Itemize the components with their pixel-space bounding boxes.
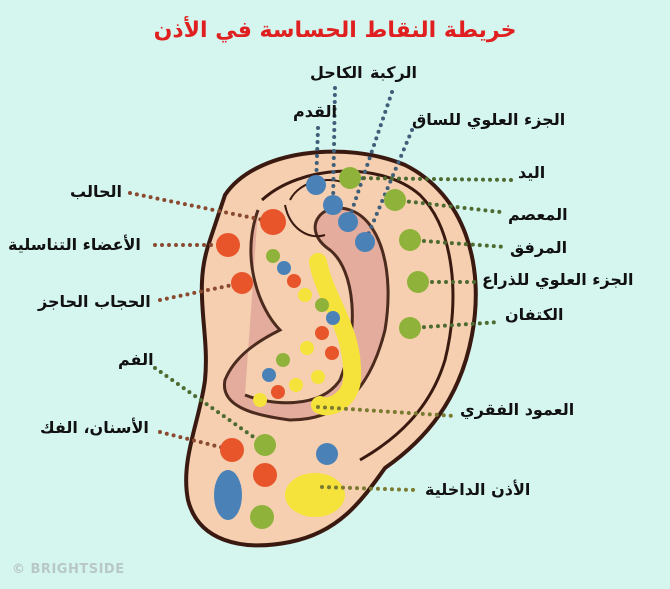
point-hand (339, 167, 361, 189)
label-diaphragm: الحجاب الحاجز (38, 292, 151, 311)
label-upper-arm: الجزء العلوي للذراع (482, 270, 634, 289)
point-red (315, 326, 329, 340)
point-yellow (253, 393, 267, 407)
point-green (250, 505, 274, 529)
label-spine: العمود الفقري (460, 400, 575, 419)
point-yellow (298, 288, 312, 302)
point-elbow (399, 229, 421, 251)
label-upper-leg: الجزء العلوي للساق (412, 110, 566, 129)
point-blue (326, 311, 340, 325)
spine-zone (309, 253, 362, 416)
label-shoulders: الكتفان (505, 305, 564, 324)
leader-diaphragm (158, 281, 244, 302)
point-ankle (323, 195, 343, 215)
label-ureter: الحالب (70, 182, 122, 201)
leader-upper-leg (363, 128, 414, 244)
watermark: © BRIGHTSIDE (12, 562, 125, 577)
label-elbow: المرفق (510, 238, 568, 257)
point-red (271, 385, 285, 399)
point-upper-arm (407, 271, 429, 293)
leader-spine (316, 405, 457, 418)
leader-ankle (331, 86, 337, 207)
point-yellow (289, 378, 303, 392)
page-title: خريطة النقاط الحساسة في الأذن (153, 18, 517, 43)
label-foot: القدم (293, 102, 337, 121)
leader-teeth-jaw (158, 430, 234, 452)
point-genitals (216, 233, 240, 257)
lobe-blue-zone (214, 470, 242, 520)
point-green (266, 249, 280, 263)
point-red (287, 274, 301, 288)
label-knee: الركبة (370, 63, 417, 82)
label-mouth: الفم (118, 350, 154, 369)
label-wrist: المعصم (508, 205, 568, 224)
point-blue (262, 368, 276, 382)
point-blue (316, 443, 338, 465)
point-shoulders (399, 317, 421, 339)
leader-shoulders (408, 320, 502, 330)
point-teeth-jaw (220, 438, 244, 462)
leader-mouth (153, 366, 267, 447)
point-green (315, 298, 329, 312)
label-ankle: الكاحل (310, 63, 363, 82)
leader-knee (346, 90, 394, 224)
point-foot (306, 175, 326, 195)
leader-elbow (408, 238, 507, 249)
label-inner-ear: الأذن الداخلية (425, 480, 531, 499)
label-teeth-jaw: الأسنان، الفك (40, 418, 149, 437)
point-yellow (311, 370, 325, 384)
point-mouth (254, 434, 276, 456)
ear-helix-inner (260, 169, 455, 462)
point-blue (277, 261, 291, 275)
point-ureter (260, 209, 286, 235)
leader-inner-ear (320, 485, 417, 492)
point-green (276, 353, 290, 367)
inner-ear-zone (285, 473, 345, 517)
point-red (253, 463, 277, 487)
point-red (325, 346, 339, 360)
point-upper-leg (355, 232, 375, 252)
point-yellow (300, 341, 314, 355)
leader-hand (348, 176, 517, 182)
point-diaphragm (231, 272, 253, 294)
point-knee (338, 212, 358, 232)
label-genitals: الأعضاء التناسلية (8, 235, 141, 254)
label-hand: اليد (518, 163, 546, 182)
point-wrist (384, 189, 406, 211)
